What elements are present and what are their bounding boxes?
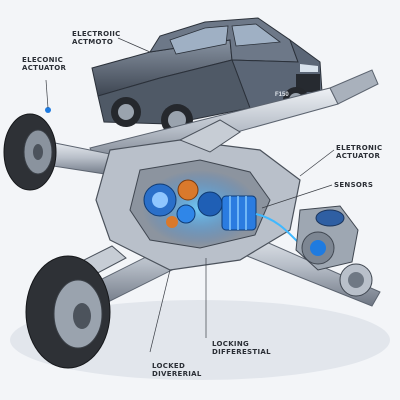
label-line: ELECTROIIC — [72, 30, 121, 38]
label-line: SENSORS — [334, 181, 374, 189]
left-lower-wheel — [25, 255, 111, 369]
label-locking-differential: LOCKING DIFFERESTIAL — [212, 340, 271, 356]
label-line: ACTMOTO — [72, 38, 114, 46]
differential-internals — [142, 170, 307, 251]
label-locked-differential: LOCKED DIVERERIAL — [152, 362, 202, 378]
label-line: DIVERERIAL — [152, 370, 202, 378]
label-line: LOCKING — [212, 340, 250, 348]
truck-rear-wheel — [111, 97, 141, 127]
label-line: ELETRONIC — [336, 144, 383, 152]
label-sensors: SENSORS — [334, 181, 373, 189]
label-line: ACTUATOR — [22, 64, 67, 72]
truck-badge: F150 — [275, 92, 289, 98]
clutch-pack — [221, 195, 257, 231]
left-upper-wheel — [3, 113, 57, 191]
label-electronic-actuator-right: ELETRONIC ACTUATOR — [336, 144, 382, 160]
label-line: LOCKED — [152, 362, 186, 370]
label-line: ELECONIC — [22, 56, 64, 64]
label-electronic-actmoto: ELECTROIIC ACTMOTO — [72, 30, 121, 46]
sensor-dot-left — [45, 107, 51, 113]
label-electronic-actuator-left: ELECONIC ACTUATOR — [22, 56, 66, 72]
label-line: ACTUATOR — [336, 152, 381, 160]
leader-lines — [45, 37, 335, 353]
electronic-actuator — [295, 205, 373, 297]
label-line: DIFFERESTIAL — [212, 348, 271, 356]
gear-cluster — [143, 179, 223, 228]
